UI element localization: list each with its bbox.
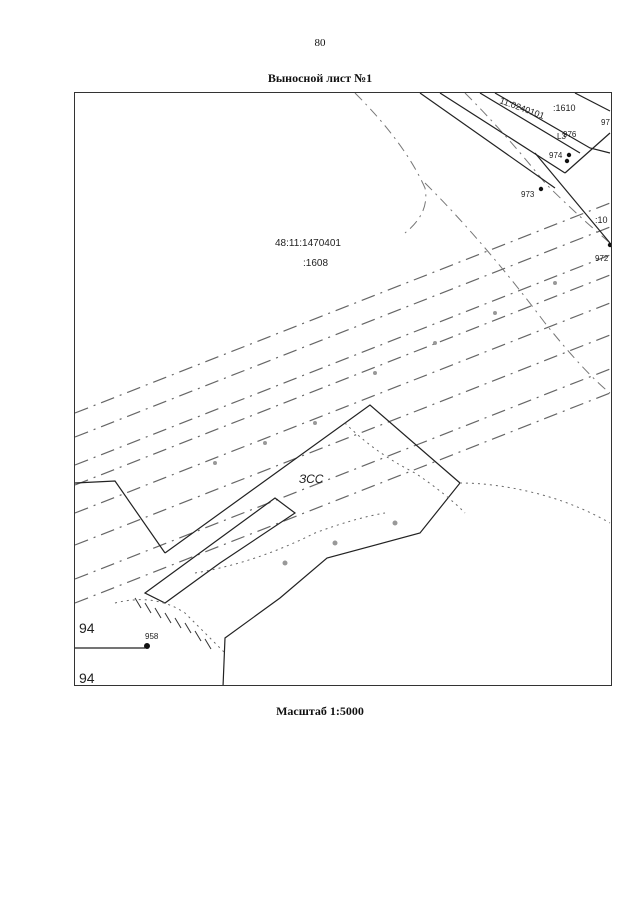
dotted-features [114, 422, 611, 654]
hatch-5 [174, 617, 182, 629]
parcel-label-1610: :1610 [553, 103, 576, 113]
small-plot-outline [143, 497, 297, 604]
hatch-2 [144, 602, 152, 614]
survey-point-958 [144, 643, 150, 649]
survey-point-973 [538, 186, 544, 192]
point-label-972: 972 [595, 254, 609, 263]
point-symbol [263, 441, 267, 445]
point-symbol [282, 560, 288, 566]
point-symbol [313, 421, 317, 425]
point-label-974: 974 [549, 151, 563, 160]
survey-point-976 [566, 152, 572, 158]
dashed-road-line-4 [75, 274, 611, 486]
road-corridor [75, 202, 611, 604]
parcel-label-1608: :1608 [303, 258, 328, 269]
survey-points [144, 152, 611, 649]
cadastral-map: 48:11:1470401 :1608 :1610 :10 11:0240101… [75, 93, 611, 686]
slope-hatch [134, 597, 212, 650]
point-label-97: 97 [601, 118, 610, 127]
dashed-road-line-2 [75, 226, 611, 438]
cadastral-quarter-label: 48:11:1470401 [275, 238, 341, 249]
point-symbol [493, 311, 497, 315]
point-symbol [553, 281, 557, 285]
point-label-958: 958 [145, 632, 159, 641]
parcel-boundaries [75, 93, 611, 685]
point-symbols [213, 281, 557, 566]
point-symbol [332, 540, 338, 546]
point-symbol [392, 520, 398, 526]
ne-road-edge-2 [439, 93, 566, 174]
dashed-road-line-1 [75, 202, 611, 414]
ne-boundary-top [574, 93, 611, 112]
ne-boundary-small [564, 132, 611, 174]
dotted-curve-4 [114, 599, 226, 654]
dashed-road-line-3 [75, 254, 611, 466]
hatch-7 [194, 630, 202, 642]
dashed-road-line-6 [75, 334, 611, 546]
sheet-title: Выносной лист №1 [267, 71, 373, 85]
point-symbol [213, 461, 217, 465]
hatch-1 [134, 597, 142, 609]
boundary-left-angle [75, 480, 166, 554]
left-number-2: 94 [79, 670, 95, 686]
ne-road-edge-3 [479, 93, 581, 154]
ne-road-edge-4 [494, 93, 611, 154]
contour-right-diagonal [424, 182, 611, 394]
point-symbol [373, 371, 377, 375]
contour-top-left [354, 93, 427, 234]
hatch-6 [184, 622, 192, 634]
dotted-curve-3 [459, 482, 611, 524]
point-label-973: 973 [521, 190, 535, 199]
map-frame: 48:11:1470401 :1608 :1610 :10 11:0240101… [74, 92, 612, 686]
zone-label-zss: ЗСС [299, 472, 324, 486]
survey-point-972 [607, 242, 611, 248]
dotted-curve-2 [194, 512, 386, 574]
zss-boundary [164, 404, 461, 685]
point-label-976: 976 [563, 130, 577, 139]
contour-top-right [464, 93, 611, 244]
page-number: 80 [314, 37, 326, 49]
scale-label: Масштаб 1:5000 [276, 704, 364, 718]
point-symbol [433, 341, 437, 345]
left-number-1: 94 [79, 620, 95, 636]
contours [354, 93, 611, 394]
hatch-3 [154, 607, 162, 619]
ne-small-label: L3 [557, 132, 566, 141]
survey-point-974 [564, 158, 570, 164]
ne-boundary-down [534, 152, 611, 244]
parcel-label-10: :10 [595, 215, 608, 225]
ne-road-edge-1 [419, 93, 556, 189]
dashed-road-line-8 [75, 392, 611, 604]
hatch-4 [164, 612, 172, 624]
hatch-8 [204, 638, 212, 650]
dotted-curve-1 [344, 422, 466, 514]
dashed-road-line-7 [75, 368, 611, 580]
dashed-road-line-5 [75, 302, 611, 514]
